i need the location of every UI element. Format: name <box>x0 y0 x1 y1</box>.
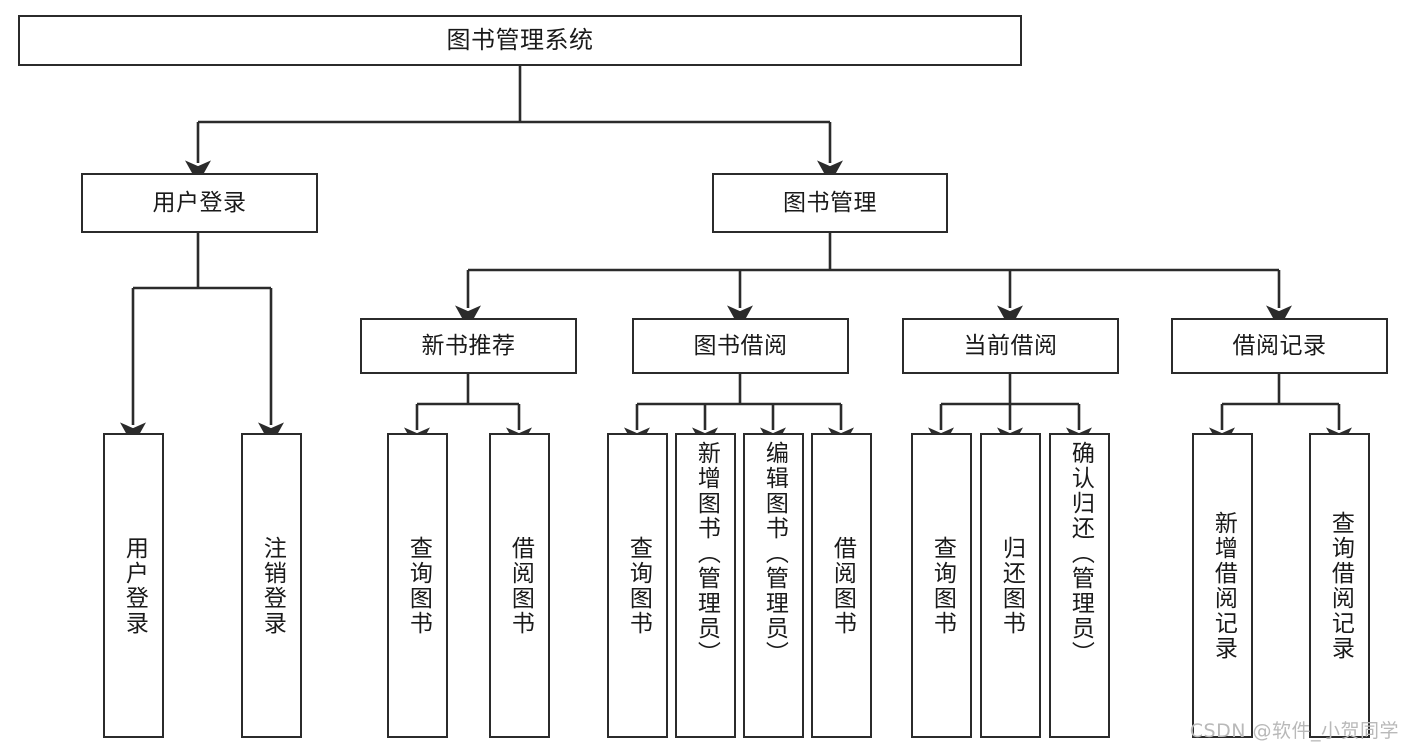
watermark-text: CSDN @软件_小贺同学 <box>1189 720 1399 742</box>
node-user-login[interactable]: 用户登录 <box>81 173 318 233</box>
node-borrow-record-label: 借阅记录 <box>1232 332 1327 359</box>
node-leaf-confirm-return[interactable]: 确认归还（管理员） <box>1049 433 1110 738</box>
node-leaf-confirm-return-label: 确认归还（管理员） <box>1067 441 1094 666</box>
node-root-system[interactable]: 图书管理系统 <box>18 15 1022 66</box>
node-leaf-query-book-3[interactable]: 查询图书 <box>911 433 972 738</box>
node-leaf-borrow-book-2-label: 借阅图书 <box>829 535 856 636</box>
node-leaf-edit-book-label: 编辑图书（管理员） <box>761 441 788 666</box>
node-leaf-edit-book[interactable]: 编辑图书（管理员） <box>743 433 804 738</box>
node-current-borrow[interactable]: 当前借阅 <box>902 318 1119 374</box>
node-leaf-user-login[interactable]: 用户登录 <box>103 433 164 738</box>
node-leaf-query-book-1-label: 查询图书 <box>405 535 432 636</box>
node-leaf-add-book-label: 新增图书（管理员） <box>693 441 720 666</box>
node-leaf-add-record-label: 新增借阅记录 <box>1210 510 1237 661</box>
node-book-borrow-label: 图书借阅 <box>693 332 788 359</box>
node-book-borrow[interactable]: 图书借阅 <box>632 318 849 374</box>
node-leaf-add-record[interactable]: 新增借阅记录 <box>1192 433 1253 738</box>
node-leaf-add-book[interactable]: 新增图书（管理员） <box>675 433 736 738</box>
node-book-management-label: 图书管理 <box>783 189 877 216</box>
node-new-book-recommend-label: 新书推荐 <box>421 332 516 359</box>
node-leaf-query-book-2-label: 查询图书 <box>625 535 652 636</box>
node-borrow-record[interactable]: 借阅记录 <box>1171 318 1388 374</box>
node-leaf-borrow-book-2[interactable]: 借阅图书 <box>811 433 872 738</box>
node-leaf-query-book-3-label: 查询图书 <box>929 535 956 636</box>
node-leaf-logout-login-label: 注销登录 <box>259 535 286 636</box>
node-leaf-query-record-label: 查询借阅记录 <box>1327 510 1354 661</box>
node-leaf-query-book-2[interactable]: 查询图书 <box>607 433 668 738</box>
node-root-system-label: 图书管理系统 <box>446 25 594 54</box>
node-leaf-borrow-book-1-label: 借阅图书 <box>507 535 534 636</box>
node-leaf-return-book-label: 归还图书 <box>998 535 1025 636</box>
node-new-book-recommend[interactable]: 新书推荐 <box>360 318 577 374</box>
node-leaf-return-book[interactable]: 归还图书 <box>980 433 1041 738</box>
node-book-management[interactable]: 图书管理 <box>712 173 948 233</box>
node-leaf-query-book-1[interactable]: 查询图书 <box>387 433 448 738</box>
node-leaf-borrow-book-1[interactable]: 借阅图书 <box>489 433 550 738</box>
node-leaf-user-login-label: 用户登录 <box>121 535 148 636</box>
node-user-login-label: 用户登录 <box>152 189 247 216</box>
node-current-borrow-label: 当前借阅 <box>963 332 1058 359</box>
node-leaf-logout-login[interactable]: 注销登录 <box>241 433 302 738</box>
node-leaf-query-record[interactable]: 查询借阅记录 <box>1309 433 1370 738</box>
